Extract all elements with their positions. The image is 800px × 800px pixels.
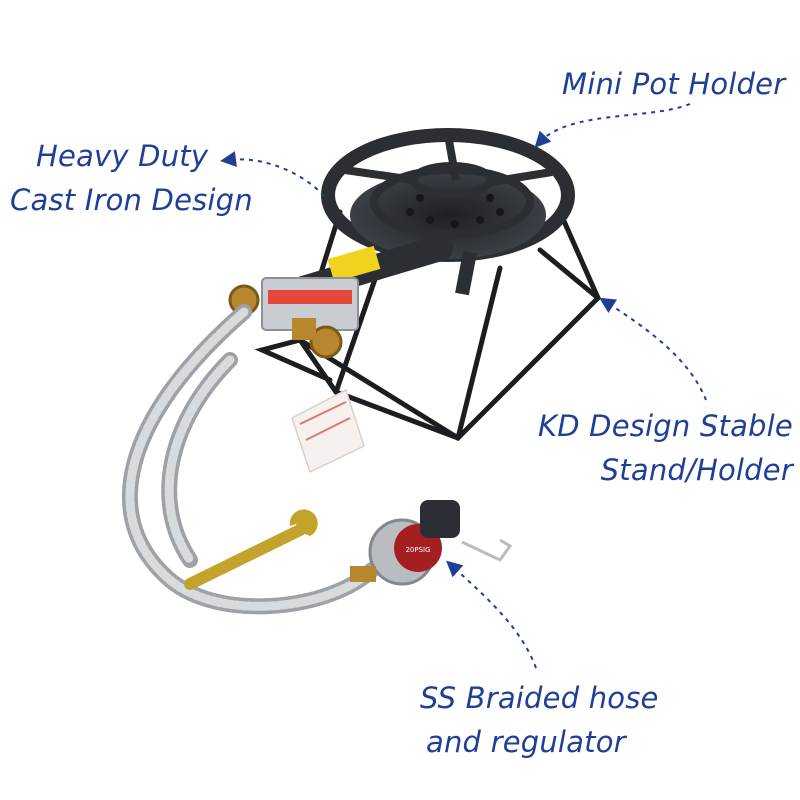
instruction-tag xyxy=(291,388,365,474)
callout-stand: KD Design Stable Stand/Holder xyxy=(538,404,793,492)
valve-assembly xyxy=(228,277,359,359)
arrow-hose xyxy=(446,560,537,669)
callout-text-line1: SS Braided hose xyxy=(420,681,659,715)
arrow-pot-holder xyxy=(534,103,691,148)
callout-hose: SS Braided hose and regulator xyxy=(420,676,659,764)
callout-text-line2: Stand/Holder xyxy=(600,453,793,487)
callout-text-line2: Cast Iron Design xyxy=(10,183,253,217)
braided-hose xyxy=(121,304,380,615)
wrench xyxy=(184,509,318,590)
callout-text-line1: KD Design Stable xyxy=(538,409,793,443)
callout-arrows xyxy=(220,103,707,669)
burner-ring xyxy=(321,128,575,296)
regulator: 20PSIG xyxy=(350,500,513,586)
callout-text-line1: Heavy Duty xyxy=(36,139,209,173)
callout-cast-iron: Heavy Duty Cast Iron Design xyxy=(10,134,253,222)
wire-stand xyxy=(254,209,601,442)
callout-mini-pot-holder: Mini Pot Holder xyxy=(562,62,785,106)
regulator-dial-label: 20PSIG xyxy=(405,546,430,554)
arrow-stand xyxy=(599,297,707,401)
arrow-cast-iron xyxy=(220,151,325,197)
callout-text-line2: and regulator xyxy=(426,725,626,759)
callout-text: Mini Pot Holder xyxy=(562,67,786,101)
